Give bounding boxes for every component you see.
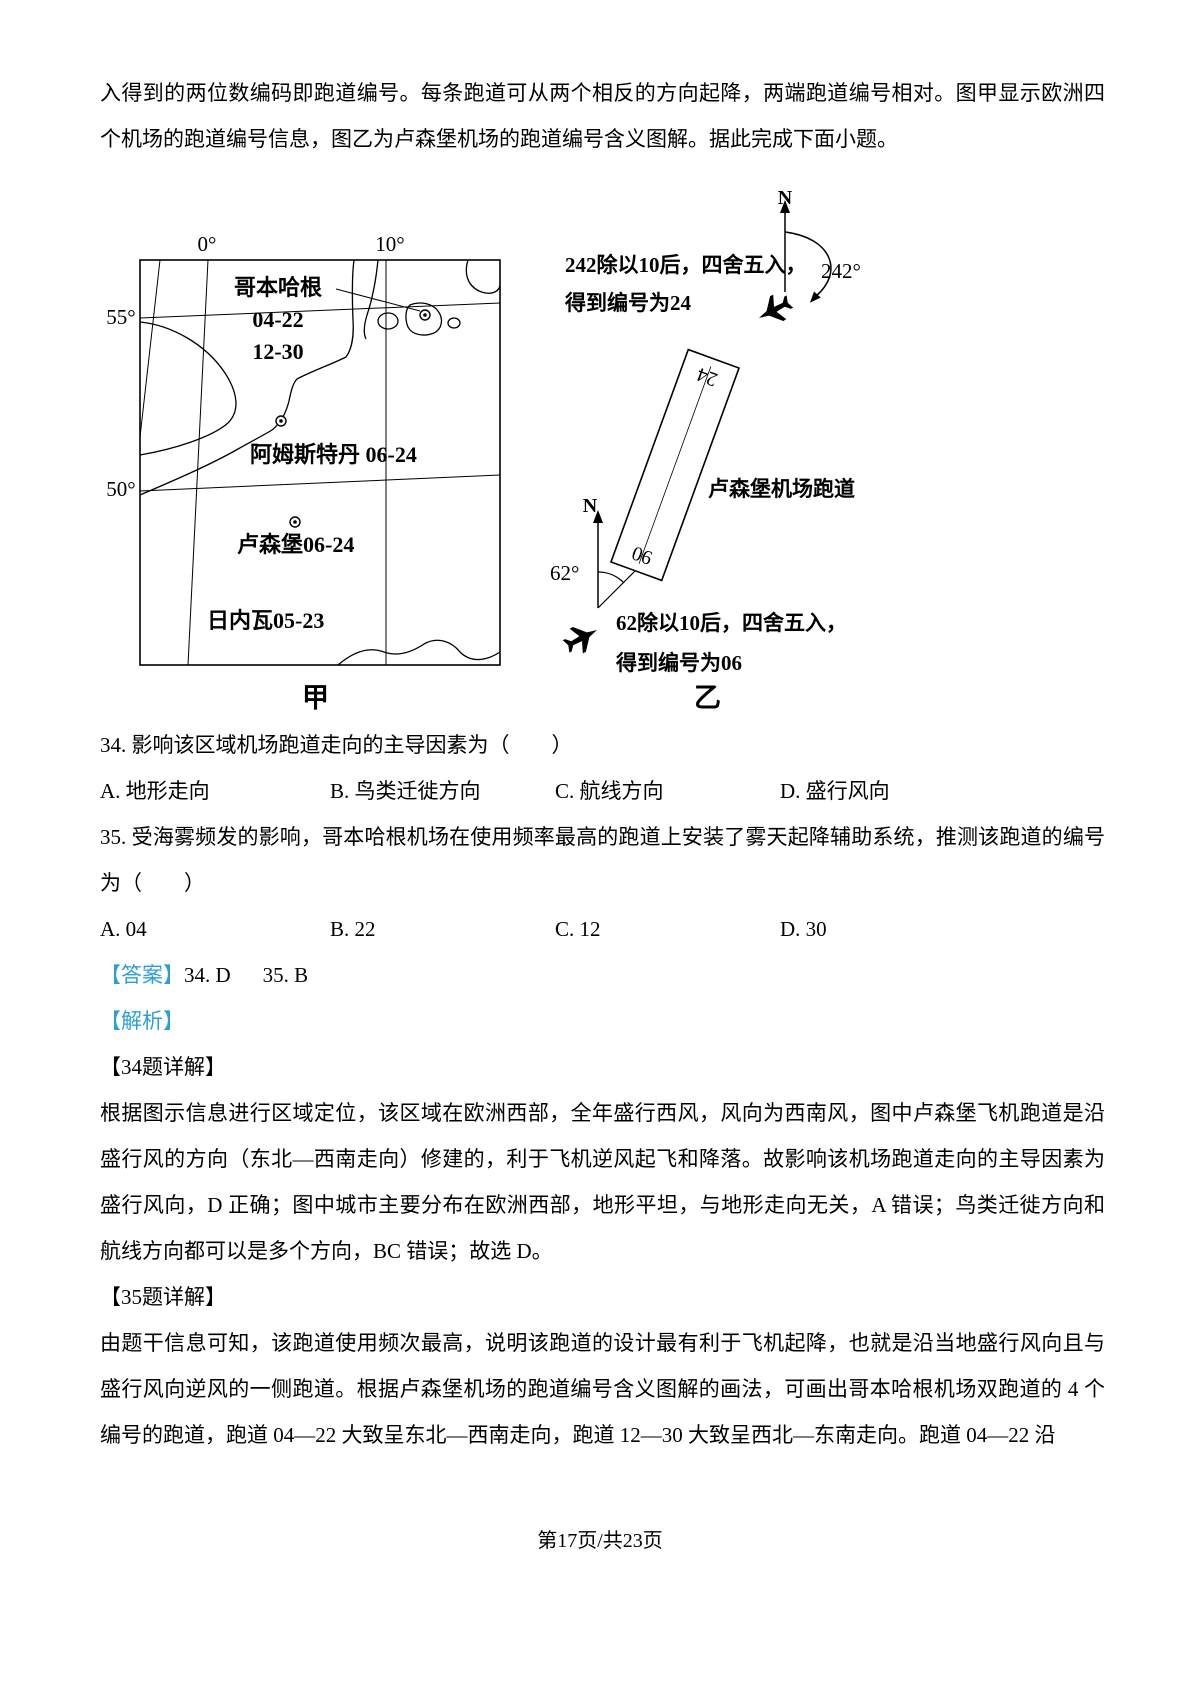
airplane-icon-bottom (562, 627, 598, 654)
copenhagen-leader-line (335, 288, 421, 312)
coastline-south (337, 639, 500, 665)
coastline-continent (140, 260, 355, 496)
option-34-a: A. 地形走向 (100, 779, 210, 803)
question-34-stem: 34. 影响该区域机场跑道走向的主导因素为（ ） (100, 733, 573, 757)
angle-62-label: 62° (550, 561, 579, 585)
map-label-geneva: 日内瓦05-23 (207, 608, 324, 633)
explanation-34-heading: 【34题详解】 (100, 1055, 226, 1079)
answer-line: 【答案】34. D 35. B (100, 952, 1105, 998)
answer-label: 【答案】 (100, 963, 184, 987)
city-marker-copenhagen (419, 309, 431, 321)
note-62-line1: 62除以10后，四舍五入， (616, 611, 847, 635)
map-figure: 0° 10° 55° 50° (106, 232, 501, 666)
north-arrowhead-bottom (593, 510, 603, 523)
note-242-line2: 得到编号为24 (564, 291, 691, 315)
north-arrowhead-top (780, 200, 790, 213)
coastline-jutland-east (363, 260, 379, 340)
map-lat-50-label: 50° (106, 477, 135, 501)
intro-paragraph: 入得到的两位数编码即跑道编号。每条跑道可从两个相反的方向起降，两端跑道编号相对。… (100, 81, 1105, 151)
map-label-copenhagen-rwy1: 04-22 (252, 307, 303, 332)
island-small (447, 317, 461, 329)
runway-name-label: 卢森堡机场跑道 (708, 477, 855, 501)
option-34-b: B. 鸟类迁徙方向 (330, 779, 481, 803)
explanation-35-heading: 【35题详解】 (100, 1285, 226, 1309)
question-35-options: A. 04 B. 22 C. 12 D. 30 (100, 906, 1105, 952)
coastline-sweden (465, 260, 500, 294)
map-label-amsterdam: 阿姆斯特丹 06-24 (250, 442, 417, 467)
north-label-bottom: N (583, 495, 598, 517)
runway-centerline (638, 366, 712, 564)
meridian-0-line (187, 260, 209, 665)
note-242-line1: 242除以10后，四舍五入， (565, 253, 807, 277)
runway-extension-line (597, 569, 637, 609)
note-62-line2: 得到编号为06 (615, 651, 742, 675)
angle-242-label: 242° (821, 259, 861, 283)
analysis-label: 【解析】 (100, 1009, 184, 1033)
answer-34: 34. D (184, 963, 231, 987)
island-funen (377, 312, 399, 330)
runway-diagram: N 242° 242除以10后，四舍五入， 得到编号为24 24 06 卢森堡机… (550, 187, 861, 675)
option-35-a: A. 04 (100, 917, 147, 941)
map-lat-55-label: 55° (106, 305, 135, 329)
option-34-d: D. 盛行风向 (780, 779, 890, 803)
option-34-c: C. 航线方向 (555, 779, 664, 803)
meridian-west-line (140, 260, 161, 438)
explanation-35-body: 由题干信息可知，该跑道使用频次最高，说明该跑道的设计最有利于飞机起降，也就是沿当… (100, 1331, 1105, 1447)
map-label-copenhagen-rwy2: 12-30 (252, 339, 303, 364)
option-35-d: D. 30 (780, 917, 827, 941)
parallel-55-line (140, 302, 500, 319)
page-footer: 第17页/共23页 (537, 1530, 663, 1552)
map-label-luxembourg: 卢森堡06-24 (237, 532, 354, 557)
map-label-copenhagen: 哥本哈根 (234, 275, 322, 300)
city-marker-luxembourg (289, 516, 301, 528)
option-35-b: B. 22 (330, 917, 376, 941)
runway-shape: 24 06 (609, 348, 741, 582)
question-34-options: A. 地形走向 B. 鸟类迁徙方向 C. 航线方向 D. 盛行风向 (100, 768, 1105, 814)
question-35-stem: 35. 受海雾频发的影响，哥本哈根机场在使用频率最高的跑道上安装了雾天起降辅助系… (100, 825, 1105, 895)
figure-caption-jia: 甲 (302, 683, 329, 713)
option-35-c: C. 12 (555, 917, 601, 941)
map-lon-10-label: 10° (375, 232, 404, 256)
island-zealand (405, 302, 443, 336)
parallel-50-line (140, 474, 500, 492)
answer-35: 35. B (262, 963, 309, 987)
north-label-top: N (778, 187, 793, 209)
airplane-icon-top (758, 294, 794, 321)
question-block: 34. 影响该区域机场跑道走向的主导因素为（ ） A. 地形走向 B. 鸟类迁徙… (100, 722, 1105, 1458)
coastline-england (140, 321, 237, 456)
angle-arc-62 (597, 571, 625, 584)
rotation-arc-arrowhead (809, 291, 821, 303)
rotation-arc-242 (784, 231, 832, 297)
city-marker-amsterdam (275, 415, 287, 427)
map-lon-0-label: 0° (198, 232, 217, 256)
map-frame (139, 259, 501, 666)
figure-caption-yi: 乙 (694, 683, 721, 713)
explanation-34-body: 根据图示信息进行区域定位，该区域在欧洲西部，全年盛行西风，风向为西南风，图中卢森… (100, 1101, 1105, 1263)
